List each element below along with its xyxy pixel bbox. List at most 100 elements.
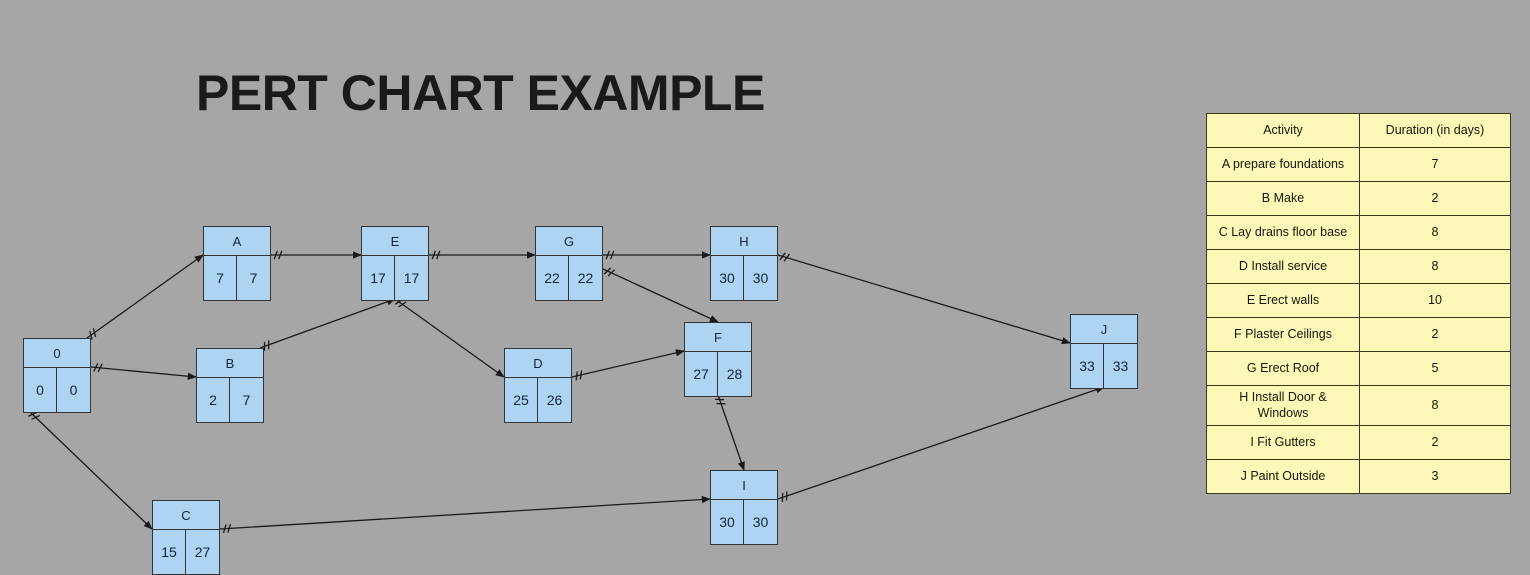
node-values: 33 33 (1071, 344, 1137, 388)
node-earliest-time: 25 (505, 378, 538, 422)
edge-f-to-i (717, 394, 745, 471)
node-earliest-time: 2 (197, 378, 230, 422)
activity-duration-table: Activity Duration (in days) A prepare fo… (1206, 113, 1511, 495)
node-label: F (685, 323, 751, 352)
node-earliest-time: 15 (153, 530, 186, 574)
node-earliest-time: 7 (204, 256, 237, 300)
cell-duration: 2 (1359, 181, 1511, 216)
node-latest-time: 28 (726, 366, 743, 382)
node-earliest-time: 17 (362, 256, 395, 300)
node-label: D (505, 349, 571, 378)
cell-activity: G Erect Roof (1206, 351, 1360, 386)
node-label: B (197, 349, 263, 378)
cell-activity: J Paint Outside (1206, 459, 1360, 495)
cell-activity: E Erect walls (1206, 283, 1360, 318)
edge-g-to-f (602, 268, 719, 323)
cell-activity: I Fit Gutters (1206, 425, 1360, 461)
cell-activity: C Lay drains floor base (1206, 215, 1360, 250)
node-latest-time: 17 (403, 270, 420, 286)
cell-activity: A prepare foundations (1206, 147, 1360, 182)
node-earliest-time: 22 (536, 256, 569, 300)
node-latest-time: 26 (546, 392, 563, 408)
edge-i-to-j (777, 386, 1105, 500)
node-label: A (204, 227, 270, 256)
edge-start-to-c (28, 410, 153, 530)
node-label: J (1071, 315, 1137, 344)
node-earliest-time: 30 (711, 256, 744, 300)
node-earliest-time: 27 (685, 352, 718, 396)
node-earliest-time: 33 (1071, 344, 1104, 388)
cell-duration: 8 (1359, 384, 1511, 427)
cell-activity: D Install service (1206, 249, 1360, 284)
page-title: PERT CHART EXAMPLE (196, 65, 765, 121)
cell-duration: 3 (1359, 459, 1511, 495)
node-label: 0 (24, 339, 90, 368)
node-latest-time: 30 (752, 514, 769, 530)
edge-b-to-e (259, 298, 396, 349)
node-values: 25 26 (505, 378, 571, 422)
cell-duration: 8 (1359, 215, 1511, 250)
edge-d-to-f (571, 349, 685, 378)
node-values: 22 22 (536, 256, 602, 300)
edge-c-to-i (219, 495, 711, 530)
node-latest-time: 33 (1112, 358, 1129, 374)
node-label: I (711, 471, 777, 500)
node-label: H (711, 227, 777, 256)
node-values: 30 30 (711, 256, 777, 300)
node-latest-time: 0 (69, 382, 78, 398)
node-latest-time: 22 (577, 270, 594, 286)
edge-start-to-b (90, 366, 197, 380)
node-label: E (362, 227, 428, 256)
node-latest-time: 7 (249, 270, 258, 286)
node-label: C (153, 501, 219, 530)
header-duration: Duration (in days) (1359, 113, 1511, 148)
cell-duration: 8 (1359, 249, 1511, 284)
node-latest-time: 27 (194, 544, 211, 560)
node-latest-time: 30 (752, 270, 769, 286)
header-activity: Activity (1206, 113, 1360, 148)
node-values: 30 30 (711, 500, 777, 544)
cell-duration: 10 (1359, 283, 1511, 318)
node-earliest-time: 30 (711, 500, 744, 544)
edge-start-to-a (86, 254, 204, 339)
edge-e-to-d (394, 298, 505, 378)
node-values: 27 28 (685, 352, 751, 396)
cell-activity: H Install Door & Windows (1206, 384, 1360, 427)
cell-duration: 5 (1359, 351, 1511, 386)
node-label: G (536, 227, 602, 256)
cell-duration: 7 (1359, 147, 1511, 182)
cell-duration: 2 (1359, 425, 1511, 461)
cell-duration: 2 (1359, 317, 1511, 352)
edge-h-to-j (777, 254, 1071, 345)
node-earliest-time: 0 (24, 368, 57, 412)
node-latest-time: 7 (242, 392, 251, 408)
table-header-row: Activity Duration (in days) (1206, 113, 1511, 148)
